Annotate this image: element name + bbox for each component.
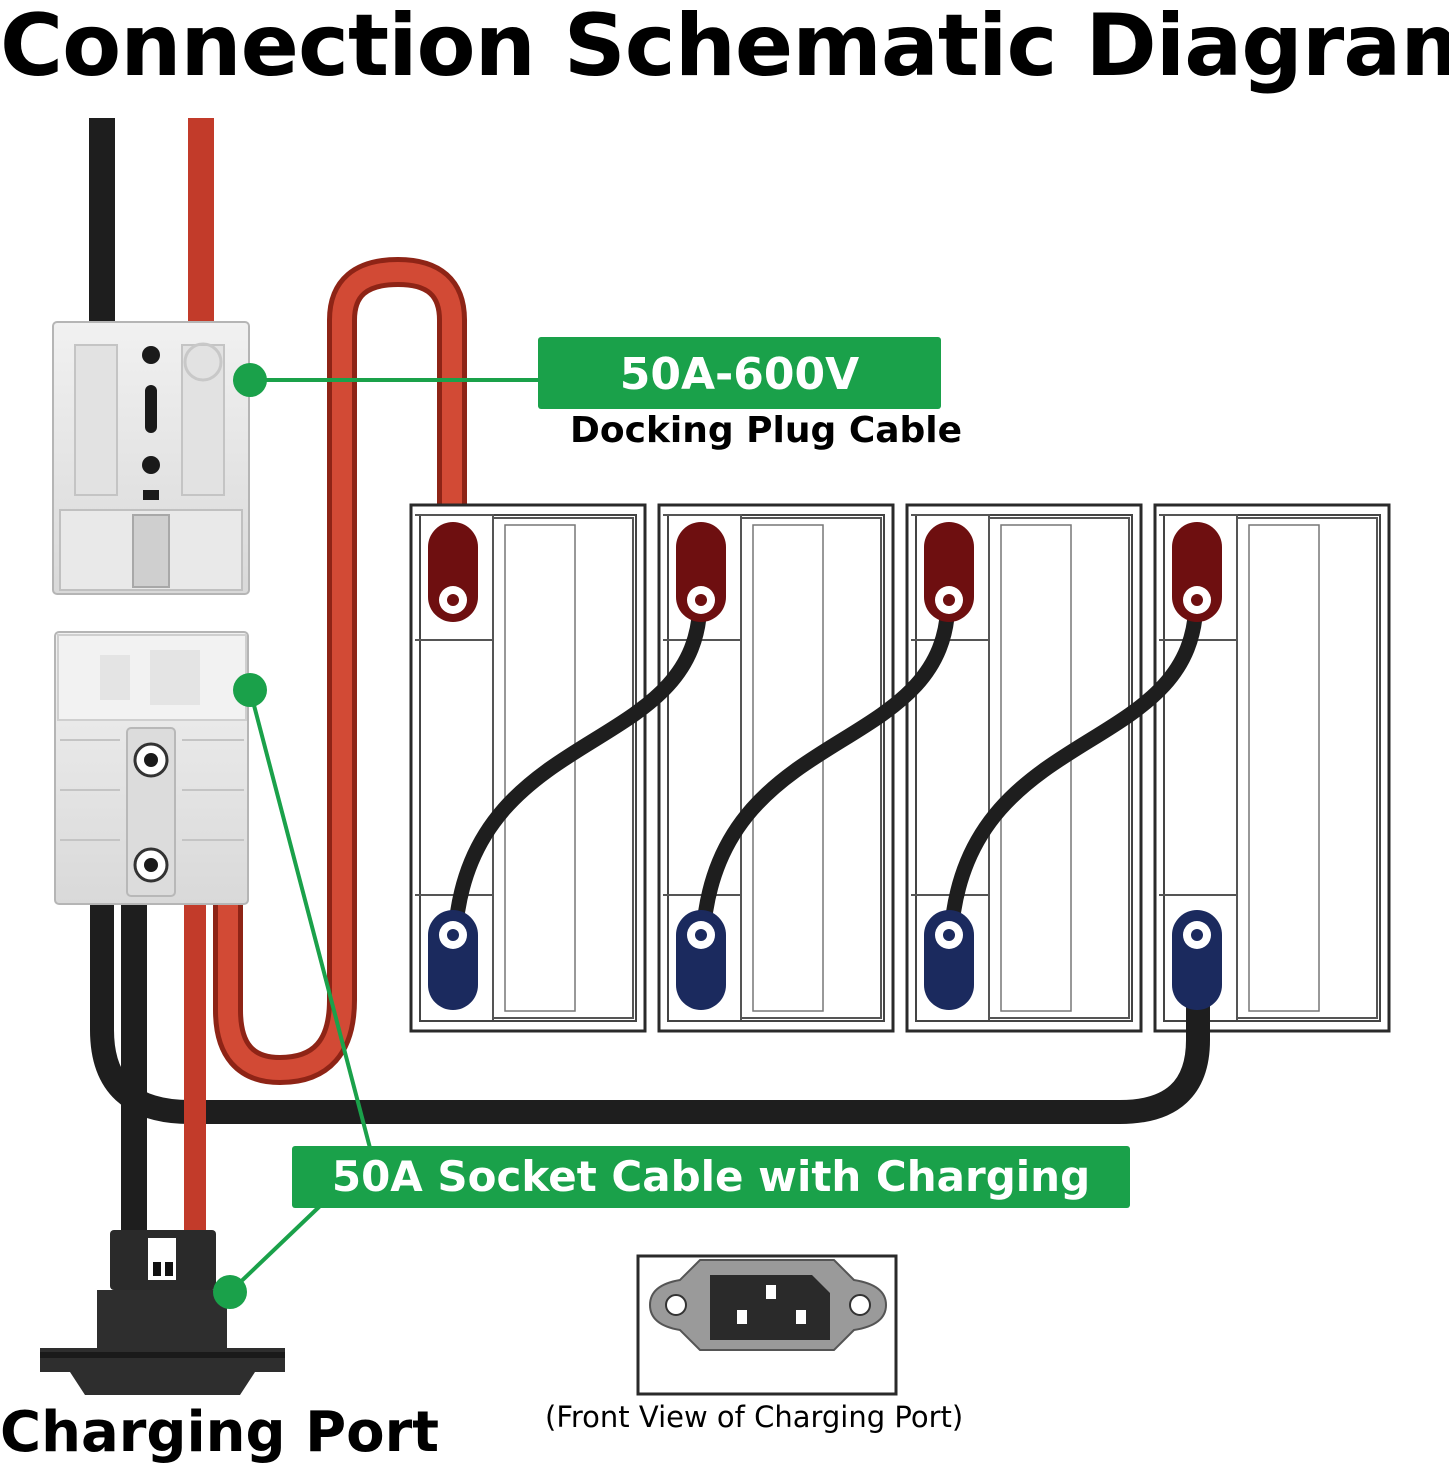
callout-dot-docking <box>233 363 267 397</box>
negative-terminal <box>428 910 478 1010</box>
diagram-title: Connection Schematic Diagram <box>0 0 1449 96</box>
socket-connector <box>54 631 249 905</box>
negative-terminal <box>1172 910 1222 1010</box>
jumper-cable-2 <box>695 592 956 943</box>
docking-plug-connector <box>52 321 250 595</box>
callout-leaders <box>228 378 540 1294</box>
charging-port-label: Charging Port <box>0 1400 440 1465</box>
battery-1 <box>409 503 647 1033</box>
callout-dot-port <box>213 1275 247 1309</box>
callout-dot-socket <box>233 673 267 707</box>
socket-cable-tag: 50A Socket Cable with Charging Port <box>292 1146 1130 1263</box>
docking-rating-tag: 50A-600V <box>538 337 941 409</box>
negative-terminal <box>924 910 974 1010</box>
docking-plug-label: Docking Plug Cable <box>570 410 963 451</box>
charging-port-front-view <box>636 1254 898 1396</box>
series-jumper-cables <box>447 592 1204 943</box>
battery-terminals <box>428 522 1222 1010</box>
positive-terminal <box>924 522 974 622</box>
jumper-cable-3 <box>943 592 1204 943</box>
negative-terminal <box>676 910 726 1010</box>
jumper-cable-1 <box>447 592 708 943</box>
charging-port-device <box>40 1230 285 1395</box>
positive-terminal <box>1172 522 1222 622</box>
positive-terminal <box>428 522 478 622</box>
positive-terminal <box>676 522 726 622</box>
front-view-caption: (Front View of Charging Port) <box>545 1400 964 1434</box>
